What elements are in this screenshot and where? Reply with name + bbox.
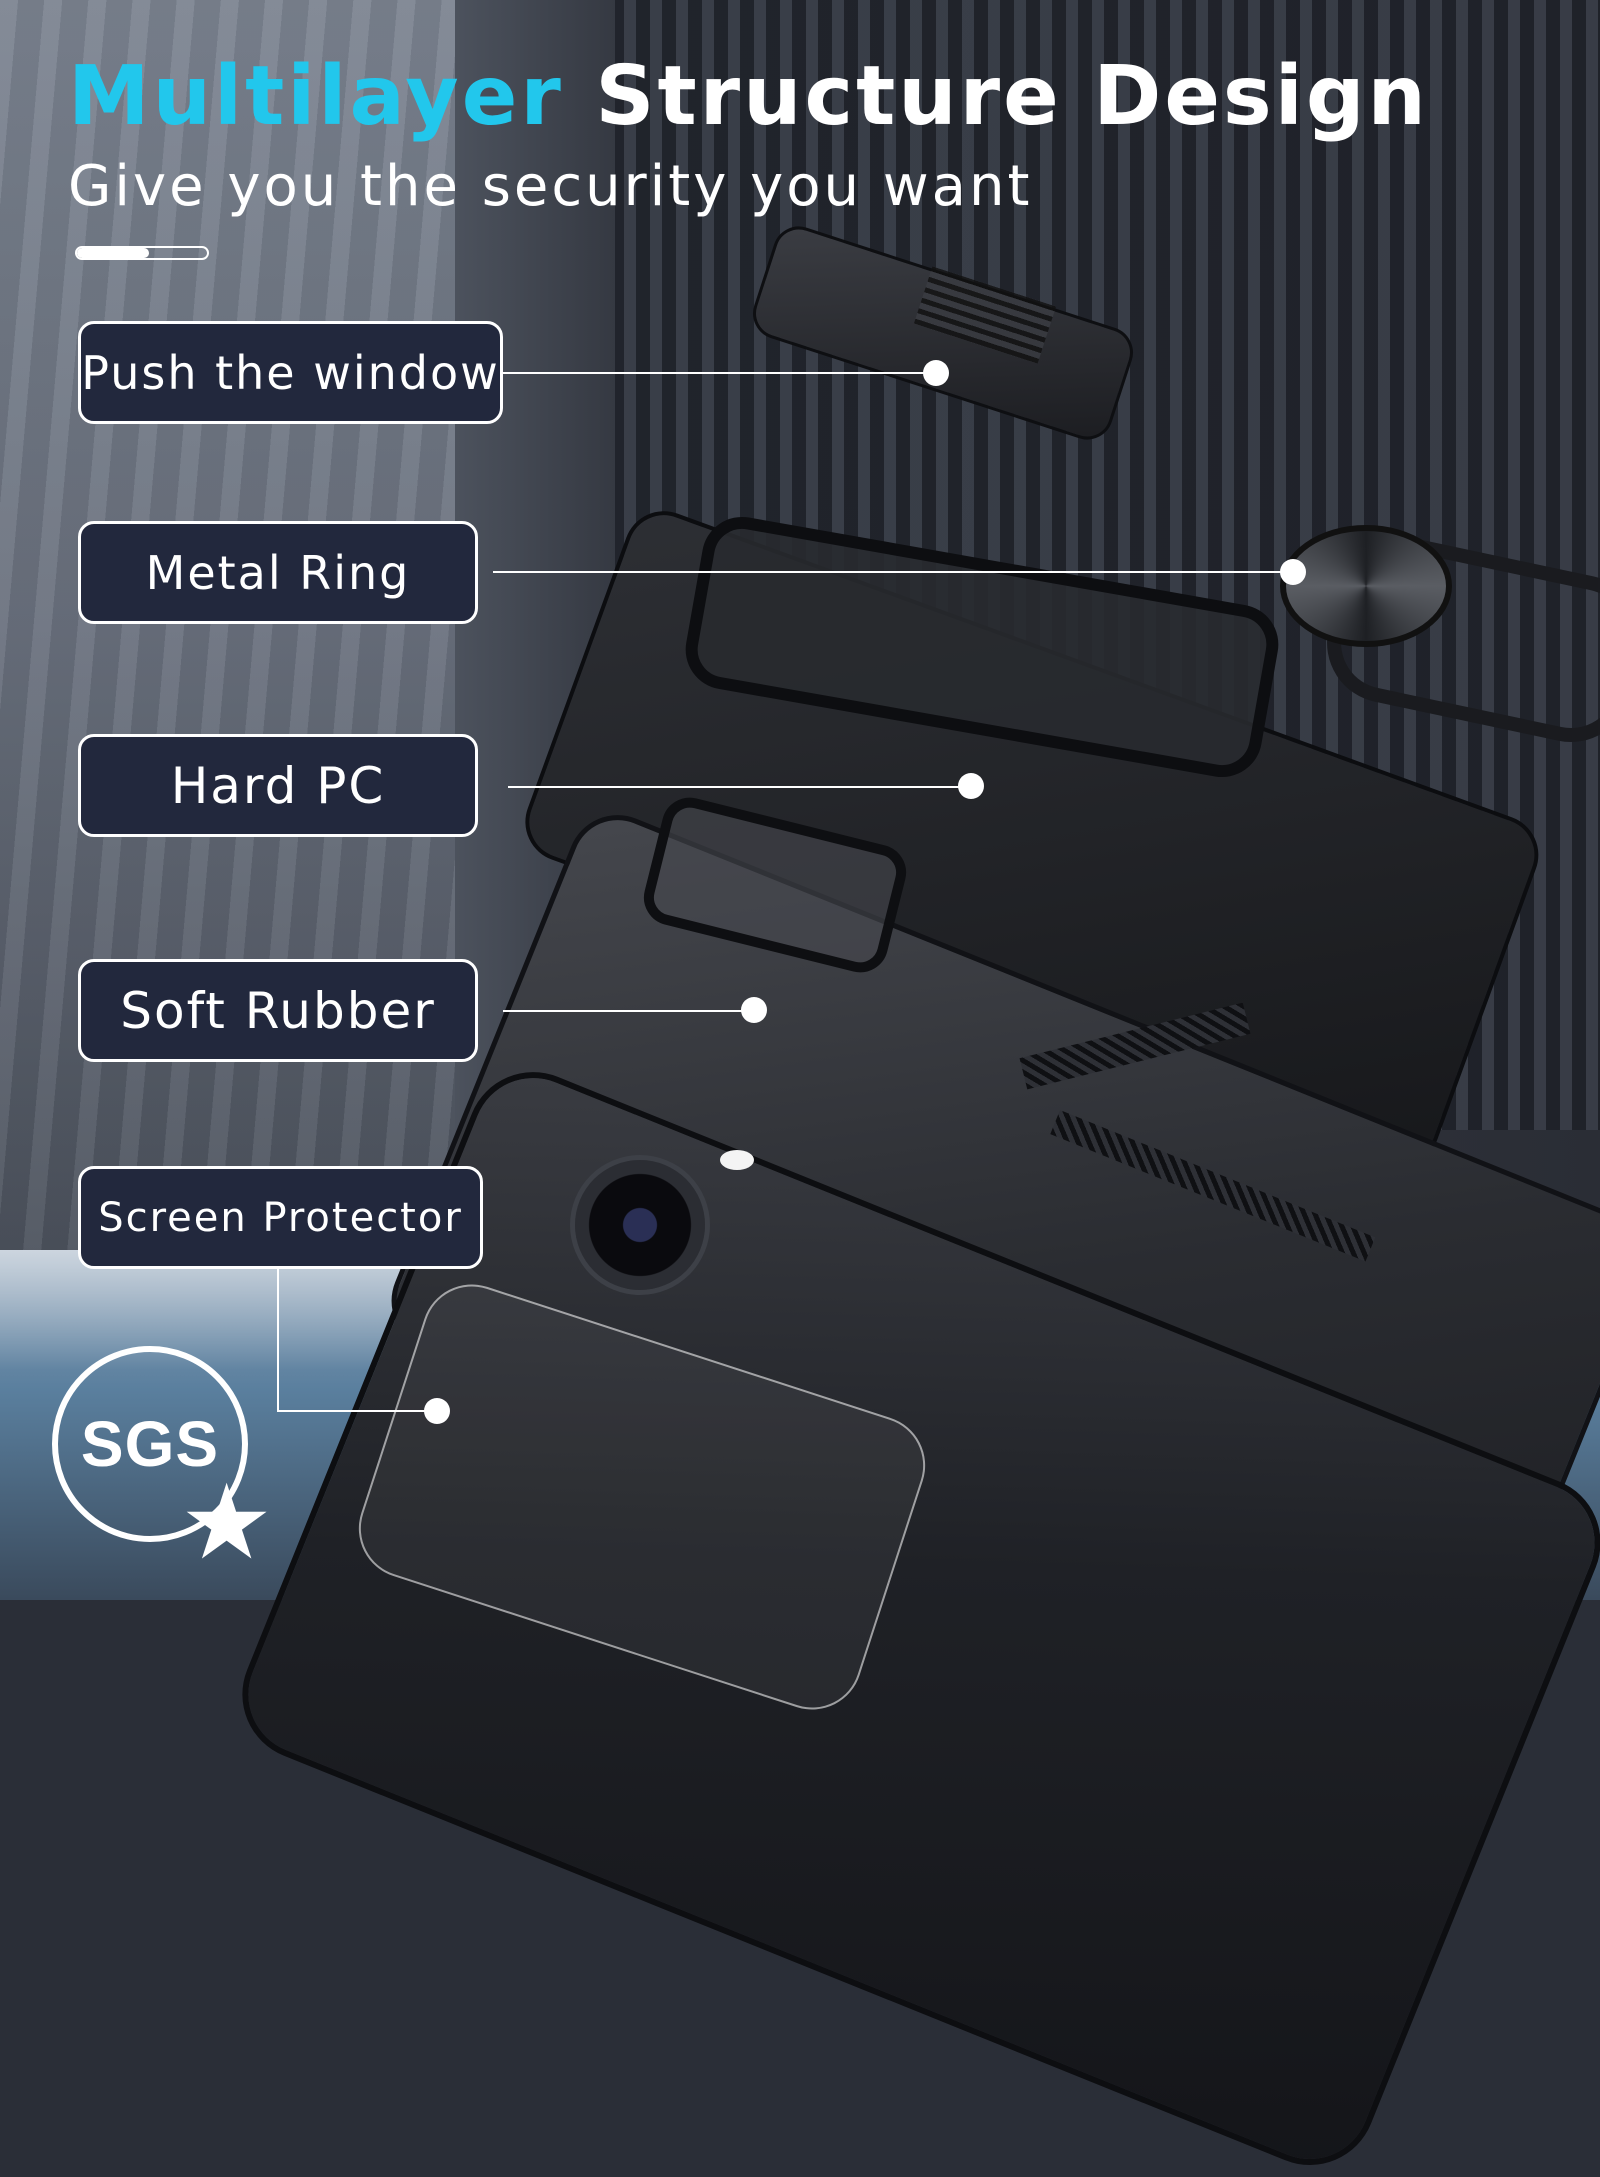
callout-screen-protector-dot — [424, 1398, 450, 1424]
progress-indicator — [75, 246, 209, 260]
sgs-badge: SGS — [52, 1346, 248, 1542]
callout-push-the-window-dot — [923, 360, 949, 386]
callout-metal-ring: Metal Ring — [78, 521, 478, 624]
headline-rest: Structure Design — [595, 49, 1429, 144]
callout-screen-protector-leader-vertical — [277, 1269, 279, 1411]
callout-metal-ring-leader — [493, 571, 1293, 573]
callout-hard-pc-dot — [958, 773, 984, 799]
progress-fill — [77, 248, 149, 258]
callout-hard-pc-leader — [508, 786, 971, 788]
subheadline: Give you the security you want — [68, 154, 1033, 219]
callout-metal-ring-dot — [1280, 559, 1306, 585]
callout-hard-pc: Hard PC — [78, 734, 478, 837]
callout-screen-protector-leader-horizontal — [277, 1410, 437, 1412]
headline-accent: Multilayer — [68, 49, 564, 144]
callout-push-the-window-leader — [503, 372, 936, 374]
callout-screen-protector: Screen Protector — [78, 1166, 483, 1269]
callout-push-the-window: Push the window — [78, 321, 503, 424]
metal-ring-part — [1280, 525, 1452, 647]
callout-soft-rubber: Soft Rubber — [78, 959, 478, 1062]
phone-flash — [720, 1150, 754, 1170]
phone-camera-lens — [575, 1160, 705, 1290]
headline: Multilayer Structure Design — [68, 49, 1429, 144]
callout-soft-rubber-dot — [741, 997, 767, 1023]
star-icon: ★ — [180, 1461, 274, 1583]
callout-soft-rubber-leader — [503, 1010, 753, 1012]
sgs-badge-text: SGS — [80, 1408, 220, 1480]
